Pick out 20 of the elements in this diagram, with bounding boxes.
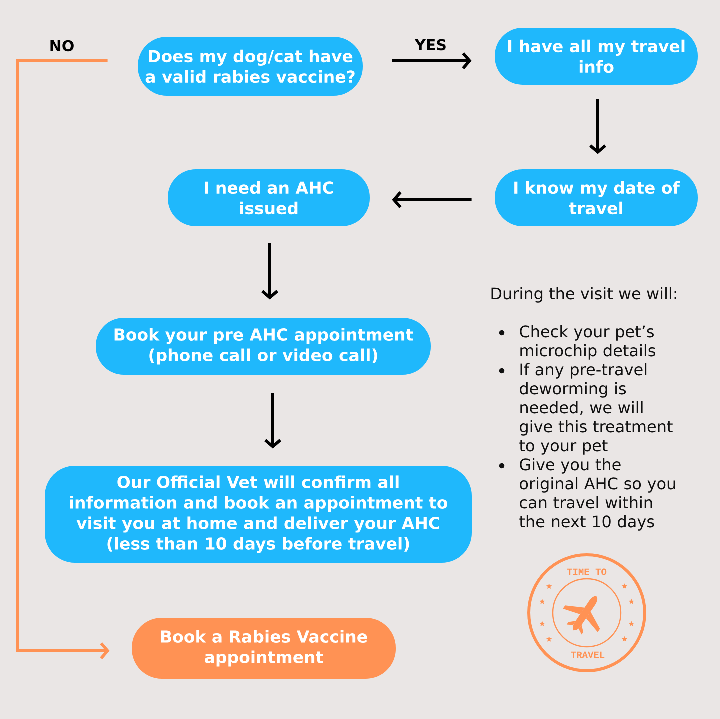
- edge-label: YES: [414, 38, 448, 52]
- process-box: I need an AHC issued: [168, 170, 370, 226]
- process-box: Book a Rabies Vaccine appointment: [132, 618, 396, 679]
- list-item: If any pre-travel deworming is needed, we will give this treatment to your pet: [520, 363, 673, 455]
- list-item: Check your pet’s microchip details: [520, 325, 656, 360]
- arrow: [264, 393, 282, 449]
- process-box: Our Official Vet will confirm all information and book an appointment to visit you at home and deliver your AHC (less than 10 days before travel): [45, 466, 472, 563]
- stamp-text: TIME TO: [567, 568, 607, 576]
- arrow: [392, 192, 472, 208]
- question-box: Does my dog/cat have a valid rabies vaccine?: [138, 37, 363, 96]
- list-heading: During the visit we will:: [492, 287, 676, 303]
- arrow: [262, 243, 278, 300]
- process-box: Book your pre AHC appointment (phone call or video call): [96, 318, 431, 375]
- stamp-text: TRAVEL: [571, 652, 605, 658]
- list-item: Give you the original AHC so you can travel within the next 10 days: [520, 458, 676, 531]
- elbow-arrow: [16, 60, 110, 660]
- process-box: I know my date of travel: [495, 170, 698, 226]
- arrow: [392, 52, 472, 70]
- arrow: [590, 99, 606, 154]
- process-box: I have all my travel info: [495, 28, 698, 85]
